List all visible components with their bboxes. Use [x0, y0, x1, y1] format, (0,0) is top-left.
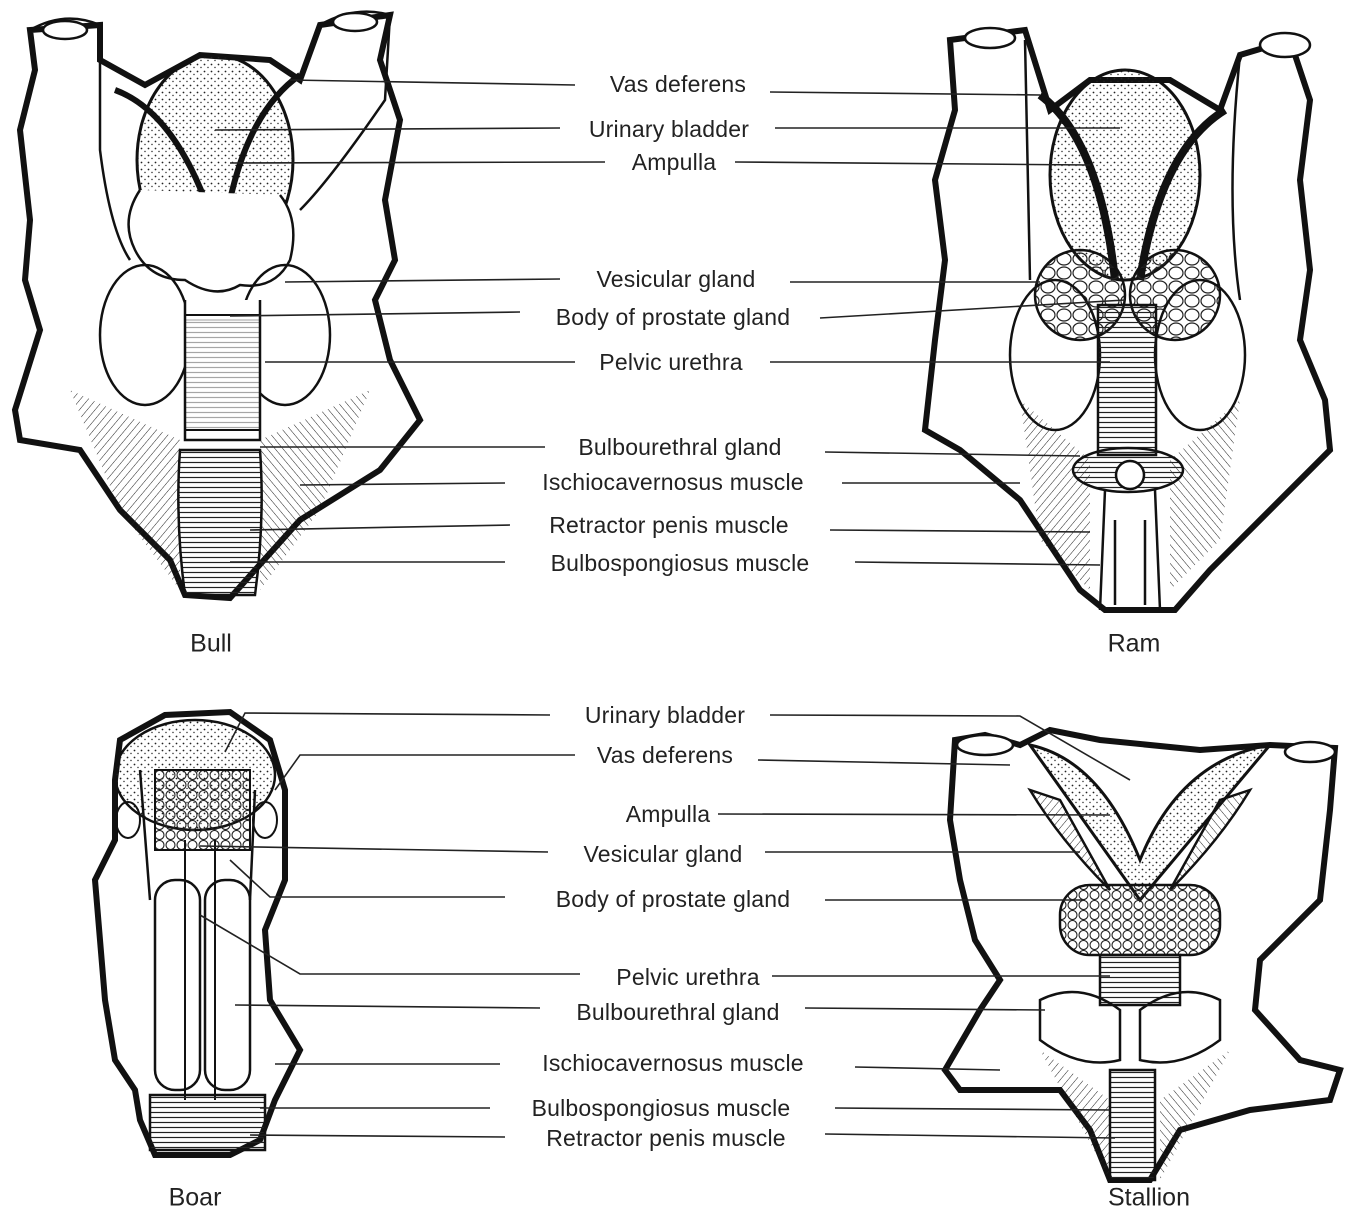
boar-label-bulbourethral-gland: Bulbourethral gland: [576, 999, 779, 1025]
boar-label-bulbospongiosus-muscle: Bulbospongiosus muscle: [532, 1095, 791, 1121]
caption-stallion: Stallion: [1108, 1184, 1190, 1213]
stallion-illustration: [945, 730, 1340, 1180]
boar-label-vesicular-gland: Vesicular gland: [584, 841, 743, 867]
bull-label-urinary-bladder: Urinary bladder: [589, 116, 749, 142]
caption-ram: Ram: [1108, 630, 1161, 659]
bull-label-bulbourethral-gland: Bulbourethral gland: [578, 434, 781, 460]
boar-label-body-of-prostate-gland: Body of prostate gland: [556, 886, 791, 912]
boar-illustration: [95, 712, 300, 1155]
bull-label-ischiocavernosus-muscle: Ischiocavernosus muscle: [542, 469, 804, 495]
caption-bull: Bull: [190, 630, 232, 659]
boar-label-ischiocavernosus-muscle: Ischiocavernosus muscle: [542, 1050, 804, 1076]
ram-illustration: [925, 28, 1330, 610]
bull-label-vesicular-gland: Vesicular gland: [597, 266, 756, 292]
bull-label-bulbospongiosus-muscle: Bulbospongiosus muscle: [551, 550, 810, 576]
boar-label-ampulla: Ampulla: [626, 801, 711, 827]
bull-label-ampulla: Ampulla: [632, 149, 717, 175]
boar-label-vas-deferens: Vas deferens: [597, 742, 733, 768]
boar-label-pelvic-urethra: Pelvic urethra: [616, 964, 759, 990]
bull-label-vas-deferens: Vas deferens: [610, 71, 746, 97]
caption-boar: Boar: [169, 1184, 222, 1213]
bull-label-body-of-prostate-gland: Body of prostate gland: [556, 304, 791, 330]
bull-illustration: [15, 12, 420, 598]
boar-label-urinary-bladder: Urinary bladder: [585, 702, 745, 728]
bull-label-pelvic-urethra: Pelvic urethra: [599, 349, 742, 375]
bull-label-retractor-penis-muscle: Retractor penis muscle: [549, 512, 789, 538]
boar-label-retractor-penis-muscle: Retractor penis muscle: [546, 1125, 786, 1151]
